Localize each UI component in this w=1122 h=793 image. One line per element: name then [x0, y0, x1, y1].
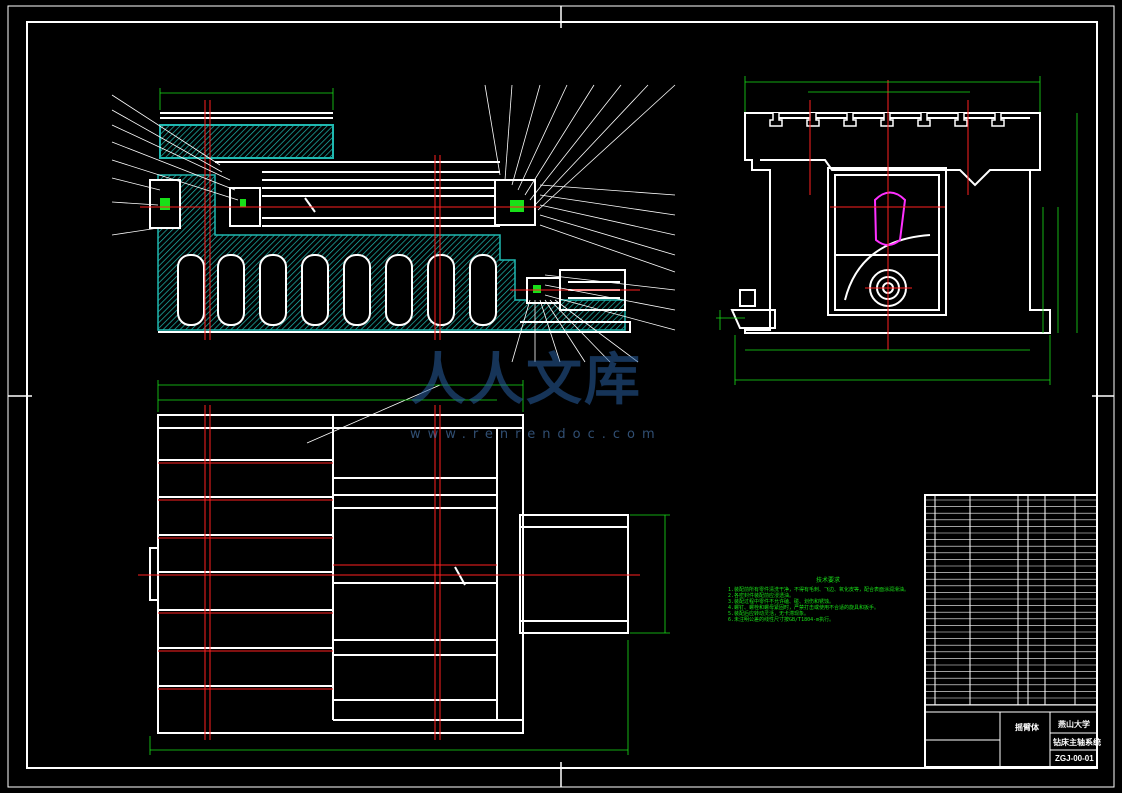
note-line: 5.装配后应转动灵活，无卡滞现象。	[728, 611, 810, 617]
parts-list	[924, 494, 1098, 768]
note-line: 1.装配前所有零件清洗干净，不得有毛刺、飞边、氧化皮等，配合表面涂润滑油。	[728, 587, 910, 593]
top-view-red-rails	[138, 405, 640, 740]
title-part-name: 摇臂体	[1015, 723, 1039, 732]
front-view-bearings	[160, 198, 541, 293]
front-view	[111, 84, 676, 444]
front-view-centerlines	[140, 100, 640, 340]
top-view-dimensions	[149, 380, 670, 755]
front-view-leaders	[111, 84, 676, 444]
side-view-centerlines	[809, 80, 969, 350]
side-view-dimensions	[716, 76, 1078, 385]
front-view-core-windows	[177, 254, 497, 326]
side-view-t-slots	[769, 113, 1005, 127]
parts-list-rows	[925, 499, 1097, 705]
notes-title: 技术要求	[815, 577, 840, 584]
top-view	[138, 380, 670, 755]
front-view-top-plate	[159, 112, 334, 159]
technical-notes: 技术要求 1.装配前所有零件清洗干净，不得有毛刺、飞边、氧化皮等，配合表面涂润滑…	[728, 577, 928, 624]
title-drawing-no: ZGJ-00-01	[1055, 754, 1094, 763]
title-subtitle: 钻床主轴系统	[1053, 738, 1101, 747]
side-view	[716, 76, 1078, 385]
note-line: 2.各密封件装配前应浸透油。	[728, 593, 795, 599]
top-view-rails	[158, 459, 523, 721]
sheet-border	[7, 5, 1115, 788]
note-line: 3.装配过程中零件不允许磕、碰、划伤和锈蚀。	[728, 599, 835, 605]
side-view-clamp	[730, 289, 776, 329]
note-line: 6.未注明公差的线性尺寸按GB/T1804-m执行。	[728, 617, 835, 623]
front-view-shaft	[149, 161, 536, 229]
front-view-dimensions	[159, 88, 334, 110]
side-view-belt	[873, 191, 907, 246]
note-line: 4.螺钉、螺栓和螺母紧固时，严禁打击或使用不合适的旋具和扳手。	[728, 605, 880, 611]
title-school: 燕山大学	[1058, 720, 1090, 729]
